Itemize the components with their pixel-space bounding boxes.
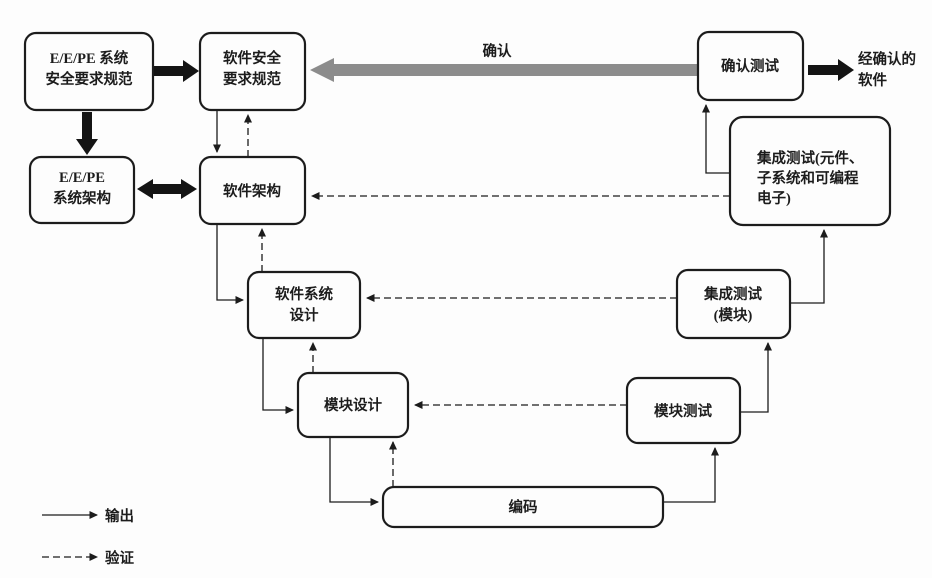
box-software-architecture: 软件架构: [198, 155, 307, 226]
validated-software-line: 软件: [858, 71, 887, 89]
box-label: 确认测试: [721, 57, 779, 75]
box-label: 要求规范: [223, 70, 281, 88]
connector-moduletest-to-integrationmodule: [740, 342, 772, 413]
box-coding: 编码: [381, 485, 665, 529]
box-label: 软件系统: [275, 285, 333, 303]
box-label: 软件安全: [223, 49, 281, 67]
thick-double-arrow-eepe-arch-sw-arch-icon: [137, 179, 197, 199]
connector-integrationmodule-to-integrationpe: [790, 229, 828, 304]
connector-swarch-to-syssdesign: [216, 224, 244, 304]
validated-software-line: 经确认的: [858, 50, 916, 68]
box-integration-testing-pe: 集成测试(元件、 子系统和可编程 电子): [728, 115, 892, 227]
box-label: 电子): [757, 189, 791, 207]
legend: 输出 验证: [42, 507, 134, 567]
box-software-system-design: 软件系统 设计: [246, 270, 362, 340]
box-label: 软件架构: [223, 182, 281, 200]
box-validation-testing: 确认测试: [696, 30, 805, 102]
box-label: 集成测试(元件、: [756, 149, 863, 167]
validation-arrow-label: 确认: [483, 42, 512, 60]
connector-syssdesign-to-moduledesign: [262, 338, 294, 414]
connector-coding-to-moduletest: [663, 447, 719, 503]
legend-output-label: 输出: [105, 507, 134, 525]
box-module-design: 模块设计: [296, 371, 410, 439]
box-eepe-system-architecture: E/E/PE 系统架构: [28, 155, 136, 225]
connector-integrationpe-to-validationtest: [702, 104, 730, 174]
box-label: (模块): [714, 306, 753, 324]
box-software-safety-requirements: 软件安全 要求规范: [198, 31, 307, 112]
thick-arrow-eepe-req-to-eepe-arch-icon: [76, 112, 98, 155]
box-label: 集成测试: [703, 285, 762, 303]
box-label: 安全要求规范: [46, 70, 133, 88]
thick-arrow-validation-to-validated-sw-icon: [808, 59, 854, 81]
box-label: 编码: [509, 498, 538, 516]
box-label: 模块设计: [324, 396, 382, 414]
box-module-testing: 模块测试: [625, 376, 742, 445]
box-label: 系统架构: [53, 189, 111, 207]
thick-arrow-eepe-req-to-sw-req-icon: [153, 60, 199, 82]
connector-moduledesign-to-coding: [329, 437, 379, 506]
box-integration-testing-module: 集成测试 (模块): [675, 268, 792, 340]
box-label: 设计: [290, 306, 319, 324]
validated-software-label: 经确认的 软件: [858, 50, 916, 89]
box-eepe-system-safety-requirements: E/E/PE 系统 安全要求规范: [23, 31, 155, 112]
gray-validation-arrow-icon: [310, 58, 698, 82]
legend-verification-label: 验证: [105, 549, 134, 567]
box-label: E/E/PE 系统: [50, 49, 129, 67]
box-label: 子系统和可编程: [757, 169, 859, 187]
box-label: 模块测试: [654, 402, 712, 420]
box-label: E/E/PE: [59, 170, 105, 186]
